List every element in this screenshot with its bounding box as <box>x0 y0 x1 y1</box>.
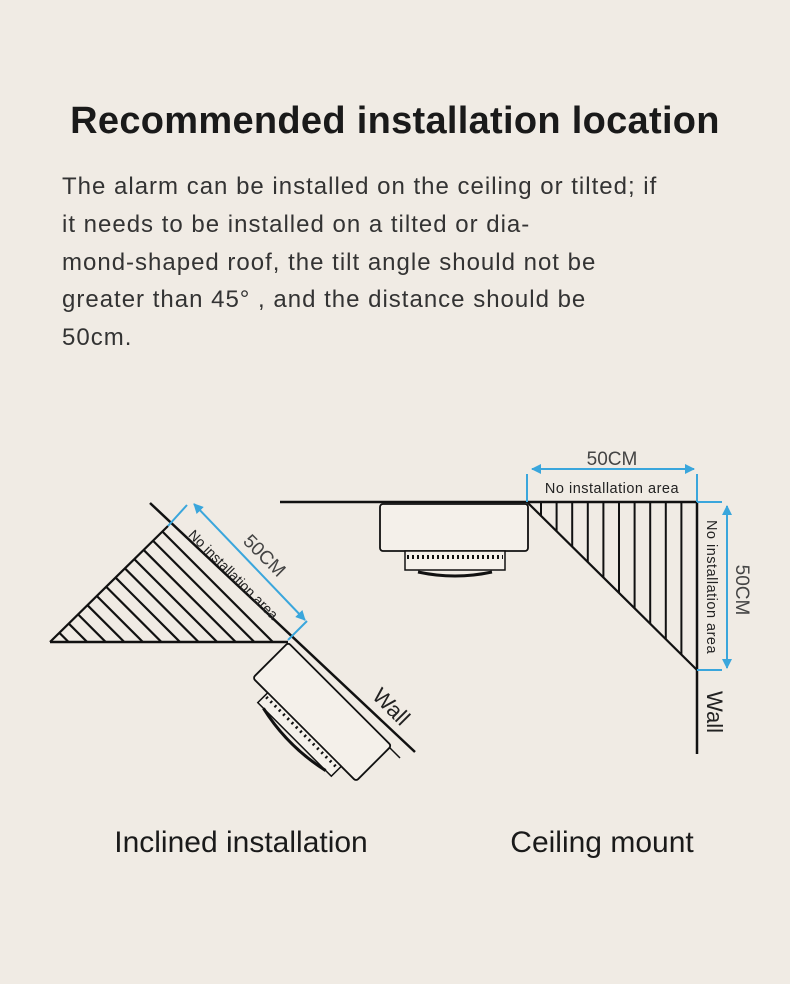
dimension-50cm-top <box>526 464 698 502</box>
inclined-wall-label: Wall <box>368 683 415 730</box>
description-line: The alarm can be installed on the ceilin… <box>62 173 658 200</box>
dimension-50cm-side <box>697 501 732 671</box>
roof-slope-line <box>49 525 169 643</box>
ceiling-side-zone-label: No installation area <box>703 520 719 655</box>
description-line: mond-shaped roof, the tilt angle should … <box>62 248 597 276</box>
dimension-50cm-inclined <box>167 503 308 641</box>
inclined-distance-label: 50CM <box>239 531 290 582</box>
description-line: 50cm. <box>62 324 133 352</box>
ceiling-slope-line <box>526 501 698 671</box>
page-title: Recommended installation location <box>70 100 720 142</box>
ceiling-wall-label: Wall <box>702 691 727 733</box>
description: The alarm can be installed on the ceilin… <box>62 168 762 357</box>
ceiling-caption: Ceiling mount <box>510 826 694 859</box>
inclined-zone-label: No installation area <box>186 526 282 622</box>
hatch-line <box>124 567 200 643</box>
alarm-device-ceiling <box>379 503 529 578</box>
hatch-line <box>86 604 126 643</box>
alarm-device-inclined <box>253 642 392 781</box>
hatch-line <box>105 585 163 643</box>
inclined-diagram: 50CM No installation area Wall <box>49 502 416 781</box>
no-installation-zone-hatch <box>540 502 683 655</box>
ceiling-top-distance-label: 50CM <box>587 449 638 470</box>
description-line: it needs to be installed on a tilted or … <box>62 210 531 238</box>
ceiling-diagram: 50CM No installation area No installatio… <box>280 449 752 754</box>
hatch-line <box>96 595 144 643</box>
hatch-line <box>152 539 256 643</box>
inclined-caption: Inclined installation <box>114 826 368 859</box>
ceiling-side-distance-label: 50CM <box>731 565 752 616</box>
hatch-line <box>133 558 218 643</box>
hatch-line <box>67 622 88 643</box>
ceiling-top-zone-label: No installation area <box>545 481 680 497</box>
description-line: greater than 45° , and the distance shou… <box>62 286 587 314</box>
hatch-line <box>58 632 70 643</box>
hatch-line <box>114 576 181 643</box>
hatch-line <box>77 613 107 643</box>
hatch-line <box>142 549 237 643</box>
